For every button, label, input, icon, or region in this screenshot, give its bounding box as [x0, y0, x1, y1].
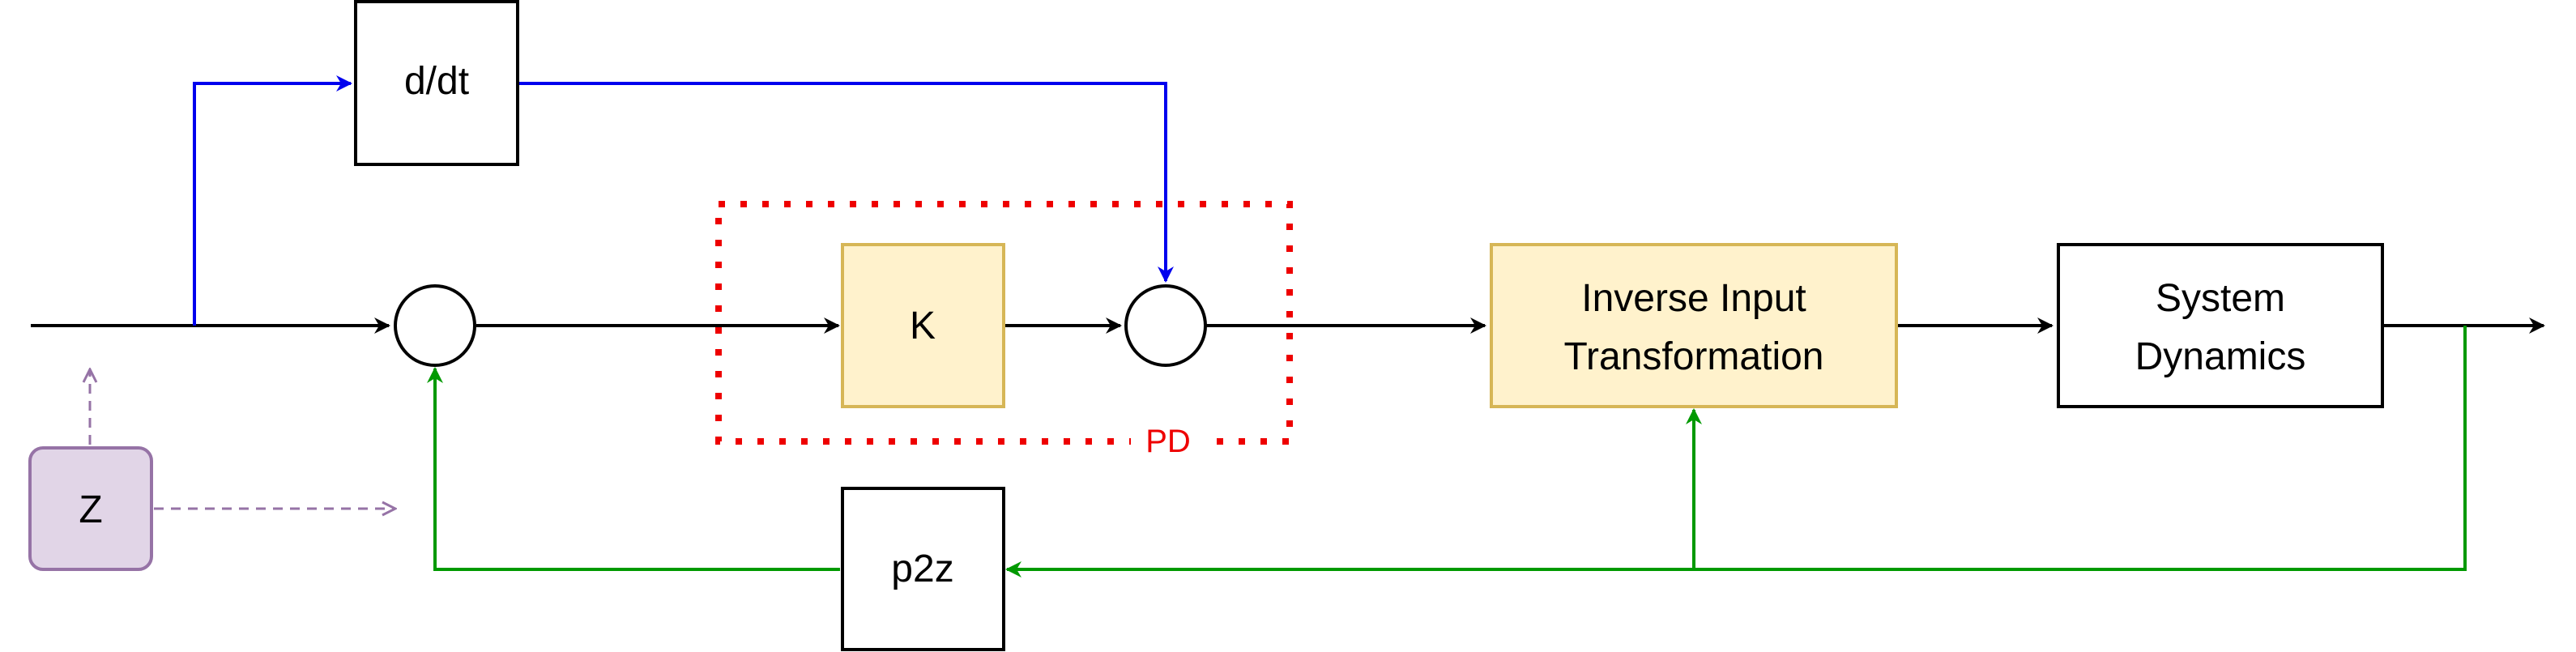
system-label-line1: System	[2156, 277, 2285, 320]
p2z-label: p2z	[891, 548, 953, 590]
summing-junction-1	[394, 284, 476, 367]
k-block[interactable]: K	[841, 243, 1005, 408]
pd-label: PD	[1145, 424, 1191, 459]
z-label: Z	[79, 488, 102, 531]
derivative-branch-line	[193, 75, 352, 326]
inverse-label-line1: Inverse Input	[1581, 277, 1806, 320]
pd-group-box	[715, 201, 1293, 445]
feedback-output-line	[1005, 326, 2467, 577]
system-dynamics-block[interactable]: System Dynamics	[2057, 243, 2384, 408]
ddt-block[interactable]: d/dt	[354, 0, 519, 166]
inverse-label-line2: Transformation	[1564, 335, 1824, 378]
k-label: K	[910, 305, 936, 347]
derivative-to-sum2-line	[519, 82, 1174, 283]
pd-label-background	[1131, 428, 1202, 458]
p2z-block[interactable]: p2z	[841, 487, 1005, 651]
summing-junction-2	[1124, 284, 1207, 367]
p2z-to-sum1-line	[427, 367, 840, 571]
system-label-line2: Dynamics	[2135, 335, 2306, 378]
ddt-label: d/dt	[404, 60, 469, 103]
inverse-input-transformation-block[interactable]: Inverse Input Transformation	[1490, 243, 1898, 408]
z-block[interactable]: Z	[28, 446, 153, 571]
